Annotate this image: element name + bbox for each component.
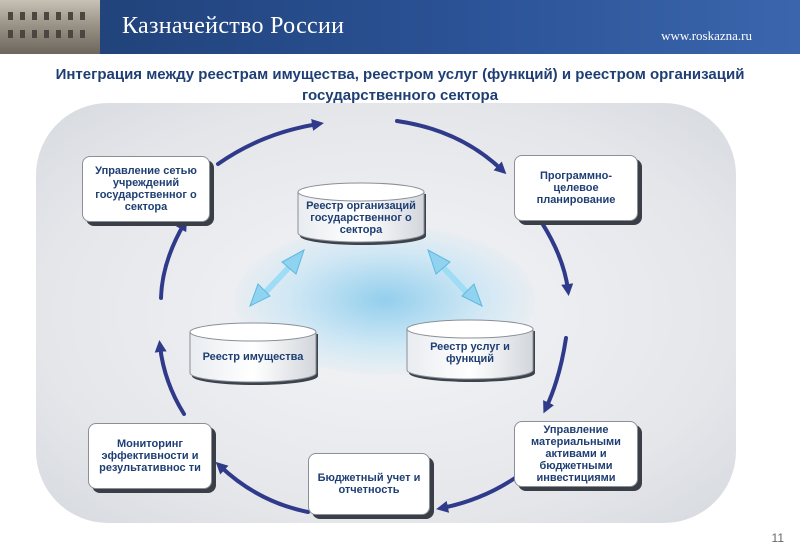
cycle-arrow-2 [395, 119, 507, 175]
header-title: Казначейство России [122, 13, 345, 39]
node-monitoring: Мониторинг эффективности и результативно… [88, 423, 212, 489]
double-arrow-right [427, 248, 483, 308]
cycle-arrow-6 [215, 461, 310, 514]
header-bar: Казначейство России www.roskazna.ru [0, 0, 800, 54]
registry-organizations-label: Реестр организаций государственног о сек… [306, 200, 416, 236]
cycle-arrow-1 [216, 119, 324, 166]
cylinder-services [406, 319, 535, 382]
registry-property-label: Реестр имущества [202, 351, 304, 363]
cycle-arrow-3 [540, 221, 574, 296]
header-url[interactable]: www.roskazna.ru [661, 28, 752, 43]
cycle-arrow-5 [436, 476, 517, 513]
node-network-management: Управление сетью учреждений государствен… [82, 156, 210, 222]
building-photo [0, 0, 100, 54]
registry-services-label: Реестр услуг и функций [430, 341, 510, 365]
slide-subtitle: Интеграция между реестрам имущества, рее… [55, 66, 745, 104]
cycle-arrow-8 [159, 218, 188, 300]
page-number: 11 [771, 531, 784, 545]
cycle-arrow-7 [154, 340, 186, 416]
cylinder-property [189, 322, 318, 385]
double-arrow-left [249, 248, 305, 308]
cycle-arrow-4 [543, 336, 568, 414]
cylinder-organizations [297, 182, 426, 245]
node-program-planning: Программно-целевое планирование [514, 155, 638, 221]
node-asset-management: Управление материальными активами и бюдж… [514, 421, 638, 487]
node-budget-accounting: Бюджетный учет и отчетность [308, 453, 430, 515]
